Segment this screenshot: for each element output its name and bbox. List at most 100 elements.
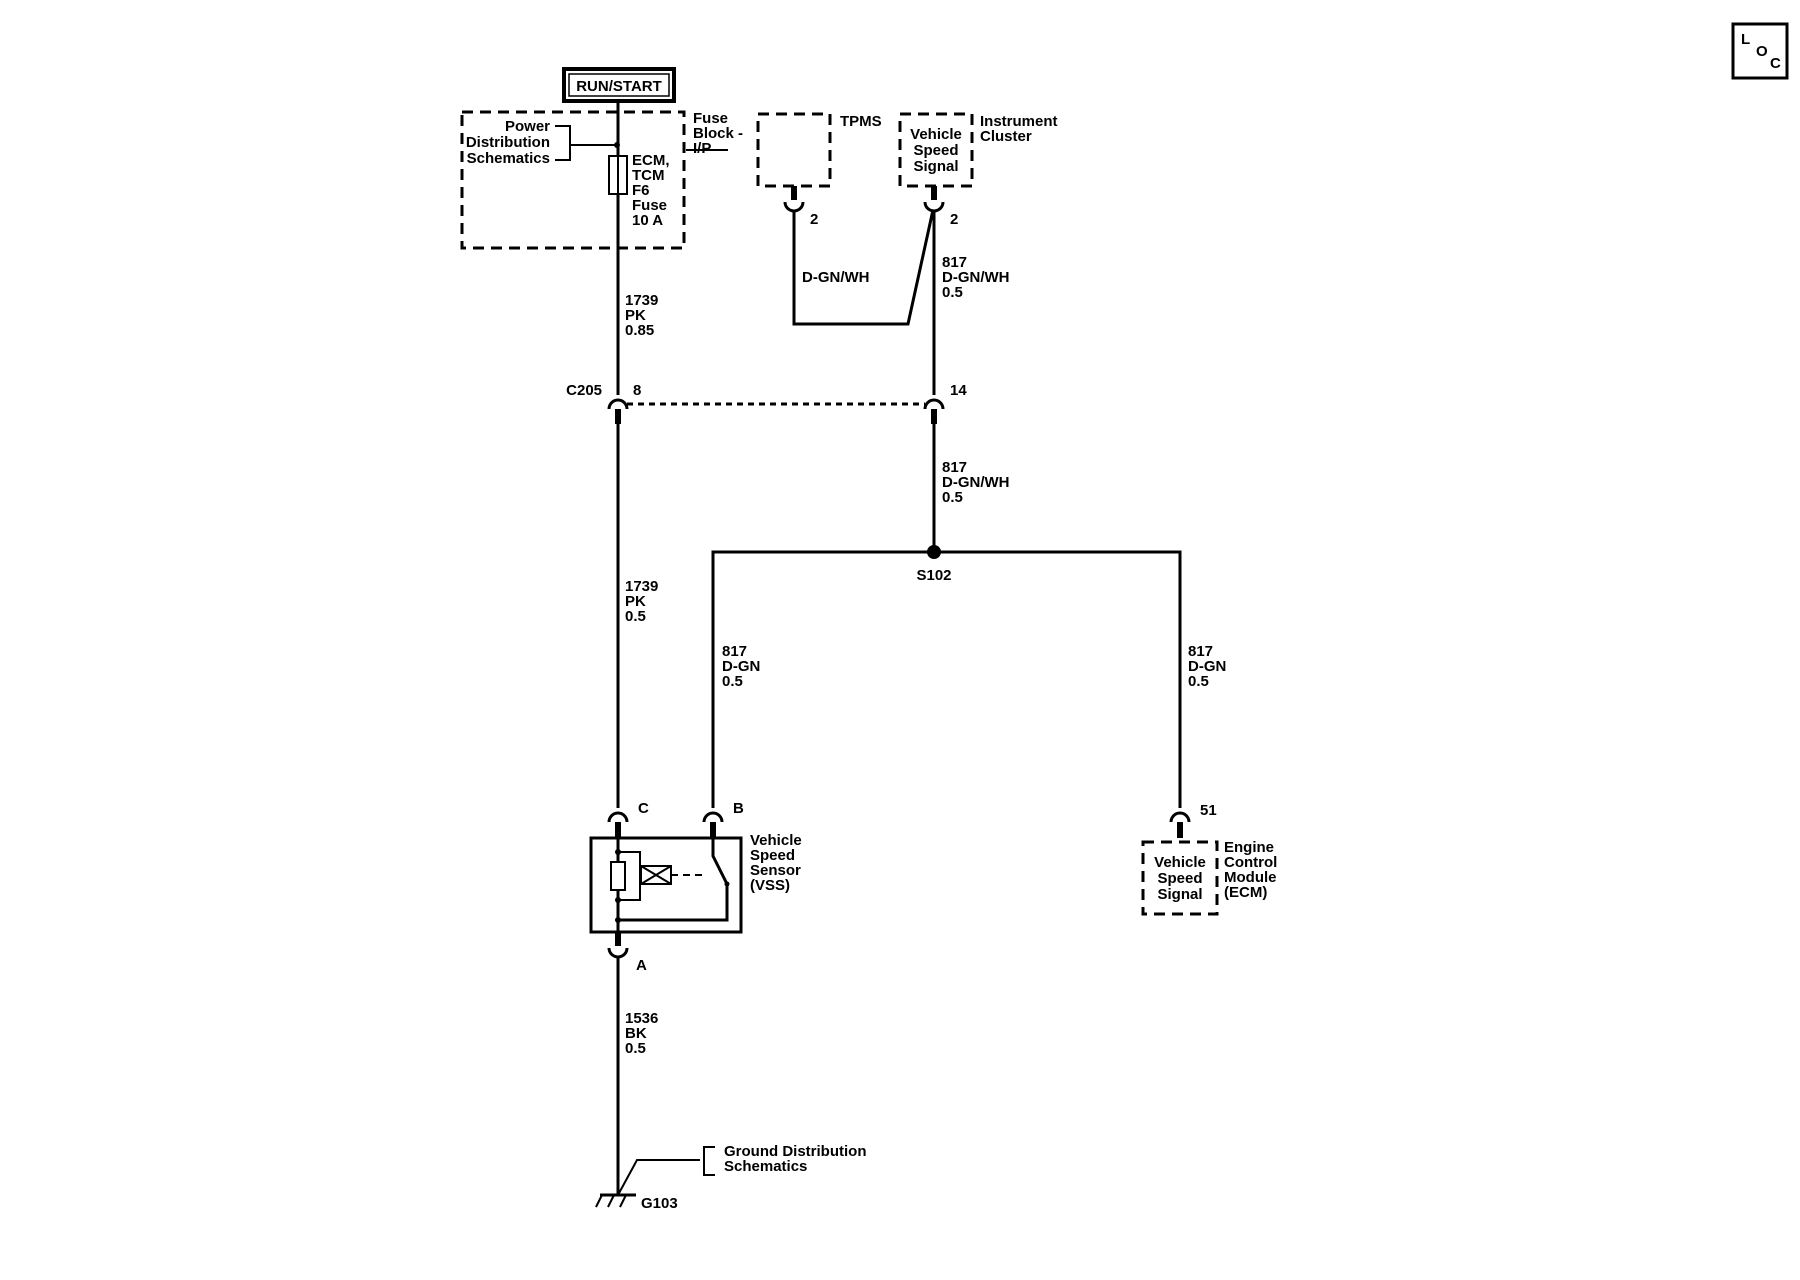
wire-ground-gauge: 0.5 <box>625 1040 646 1057</box>
power-ref-bracket <box>555 125 571 161</box>
wire-vss-signal-circuit: 817 <box>722 643 747 660</box>
ground-ref-line-2: Schematics <box>724 1158 807 1175</box>
loc-letter-c: C <box>1770 55 1781 72</box>
wire-1739-lower-gauge: 0.5 <box>625 608 646 625</box>
tpms-label: TPMS <box>840 113 882 130</box>
ecm-pin-number: 51 <box>1200 802 1217 819</box>
c205-label: C205 <box>566 382 602 399</box>
power-distribution-reference: Power Distribution Schematics <box>466 118 620 167</box>
connector-c205: C205 8 14 <box>566 382 967 424</box>
cluster-vss-signal-label: Vehicle Speed Signal <box>910 126 962 175</box>
fuse-block-name-1: Fuse <box>693 110 728 127</box>
loc-icon: L O C <box>1731 22 1789 80</box>
ecm-box-line-3: Signal <box>1157 886 1202 903</box>
vss-pin-b-arc <box>702 811 724 823</box>
wire-tpms-jumper-label: D-GN/WH <box>802 269 870 286</box>
c205-pin-power: 8 <box>633 382 641 399</box>
wire-vss-signal-color: D-GN <box>722 658 760 675</box>
ecm-pin-51-arc <box>1169 811 1191 823</box>
ecm-name-3: Module <box>1224 869 1277 886</box>
instrument-cluster-name-2: Cluster <box>980 128 1032 145</box>
vss-pin-b-label: B <box>733 800 744 817</box>
wire-label-817-lower: 817 D-GN/WH 0.5 <box>942 459 1010 506</box>
wire-ground-circuit: 1536 <box>625 1010 658 1027</box>
loc-letter-o: O <box>1756 43 1768 60</box>
wire-ecm-signal-color: D-GN <box>1188 658 1226 675</box>
fuse-block-name-2: Block - <box>693 125 743 142</box>
fuse-text-3: F6 <box>632 182 650 199</box>
fuse-block-name-3: I/P <box>693 140 711 157</box>
ground-ref-leader <box>617 1159 700 1196</box>
vss-pin-c-label: C <box>638 800 649 817</box>
wire-1739-upper-gauge: 0.85 <box>625 322 654 339</box>
wire-label-ground: 1536 BK 0.5 <box>625 1010 658 1057</box>
ecm-name-2: Control <box>1224 854 1277 871</box>
wire-label-vss-signal: 817 D-GN 0.5 <box>722 643 760 690</box>
ecm-box-line-2: Speed <box>1157 870 1202 887</box>
power-ref-line-2: Distribution <box>466 134 550 151</box>
ecm-name-1: Engine <box>1224 839 1274 856</box>
cluster-connector-pin <box>923 201 945 213</box>
wire-817-lower-color: D-GN/WH <box>942 474 1010 491</box>
fuse-block-name: Fuse Block - I/P <box>686 110 743 157</box>
vss-name-3: Sensor <box>750 862 801 879</box>
vss-pin-a-label: A <box>636 957 647 974</box>
vehicle-speed-sensor: Vehicle Speed Sensor (VSS) <box>589 832 802 934</box>
wire-s102-branches <box>711 550 1182 808</box>
ecm-module-outline <box>1141 840 1219 916</box>
cluster-box-line-3: Signal <box>913 158 958 175</box>
run-start-text: RUN/START <box>576 78 662 95</box>
wire-817-upper-circuit: 817 <box>942 254 967 271</box>
wire-ecm-signal-circuit: 817 <box>1188 643 1213 660</box>
wire-tpms-jumper <box>792 209 935 326</box>
wire-label-1739-upper: 1739 PK 0.85 <box>625 292 658 339</box>
ecm-name: Engine Control Module (ECM) <box>1224 839 1277 901</box>
fuse-text-1: ECM, <box>632 152 670 169</box>
cluster-box-line-1: Vehicle <box>910 126 962 143</box>
vss-pin-a-arc <box>607 947 629 959</box>
wire-1739-upper-circuit: 1739 <box>625 292 658 309</box>
c205-pin-14-arc <box>923 398 945 410</box>
wire-817-upper-gauge: 0.5 <box>942 284 963 301</box>
wire-817-upper-color: D-GN/WH <box>942 269 1010 286</box>
tpms-module-outline <box>756 112 832 188</box>
wire-ground-color: BK <box>625 1025 647 1042</box>
vss-name-2: Speed <box>750 847 795 864</box>
fuse-text-2: TCM <box>632 167 665 184</box>
c205-pin-signal: 14 <box>950 382 967 399</box>
wire-label-1739-lower: 1739 PK 0.5 <box>625 578 658 625</box>
cluster-box-line-2: Speed <box>913 142 958 159</box>
power-ref-line-1: Power <box>505 118 550 135</box>
vss-resistor-icon <box>610 861 626 891</box>
tpms-pin-number: 2 <box>810 211 818 228</box>
vss-name-4: (VSS) <box>750 877 790 894</box>
wire-1739-upper-color: PK <box>625 307 646 324</box>
ecm-name-4: (ECM) <box>1224 884 1267 901</box>
vss-pin-c-arc <box>607 811 629 823</box>
wire-1739-lower-color: PK <box>625 593 646 610</box>
splice-s102-label: S102 <box>916 567 951 584</box>
fuse-text-4: Fuse <box>632 197 667 214</box>
ecm-vss-signal-label: Vehicle Speed Signal <box>1154 854 1206 903</box>
ecm-box-line-1: Vehicle <box>1154 854 1206 871</box>
c205-pin-8-arc <box>607 398 629 410</box>
fuse-text-5: 10 A <box>632 212 663 229</box>
power-ref-line-3: Schematics <box>467 150 550 167</box>
ground-g103: Ground Distribution Schematics G103 <box>595 1143 866 1212</box>
wire-817-lower-gauge: 0.5 <box>942 489 963 506</box>
instrument-cluster-name-1: Instrument <box>980 113 1058 130</box>
loc-letter-l: L <box>1741 31 1750 48</box>
wire-label-817-upper: 817 D-GN/WH 0.5 <box>942 254 1010 301</box>
splice-s102-dot <box>927 545 941 559</box>
wire-817-lower-circuit: 817 <box>942 459 967 476</box>
tpms-connector-pin <box>783 201 805 213</box>
ground-ref-line-1: Ground Distribution <box>724 1143 866 1160</box>
run-start-label: RUN/START <box>562 67 676 103</box>
wire-1739-lower-circuit: 1739 <box>625 578 658 595</box>
wire-label-ecm-signal: 817 D-GN 0.5 <box>1188 643 1226 690</box>
fuse-block-outline <box>460 110 686 250</box>
vss-name-1: Vehicle <box>750 832 802 849</box>
wire-ecm-signal-gauge: 0.5 <box>1188 673 1209 690</box>
ground-g103-label: G103 <box>641 1195 678 1212</box>
